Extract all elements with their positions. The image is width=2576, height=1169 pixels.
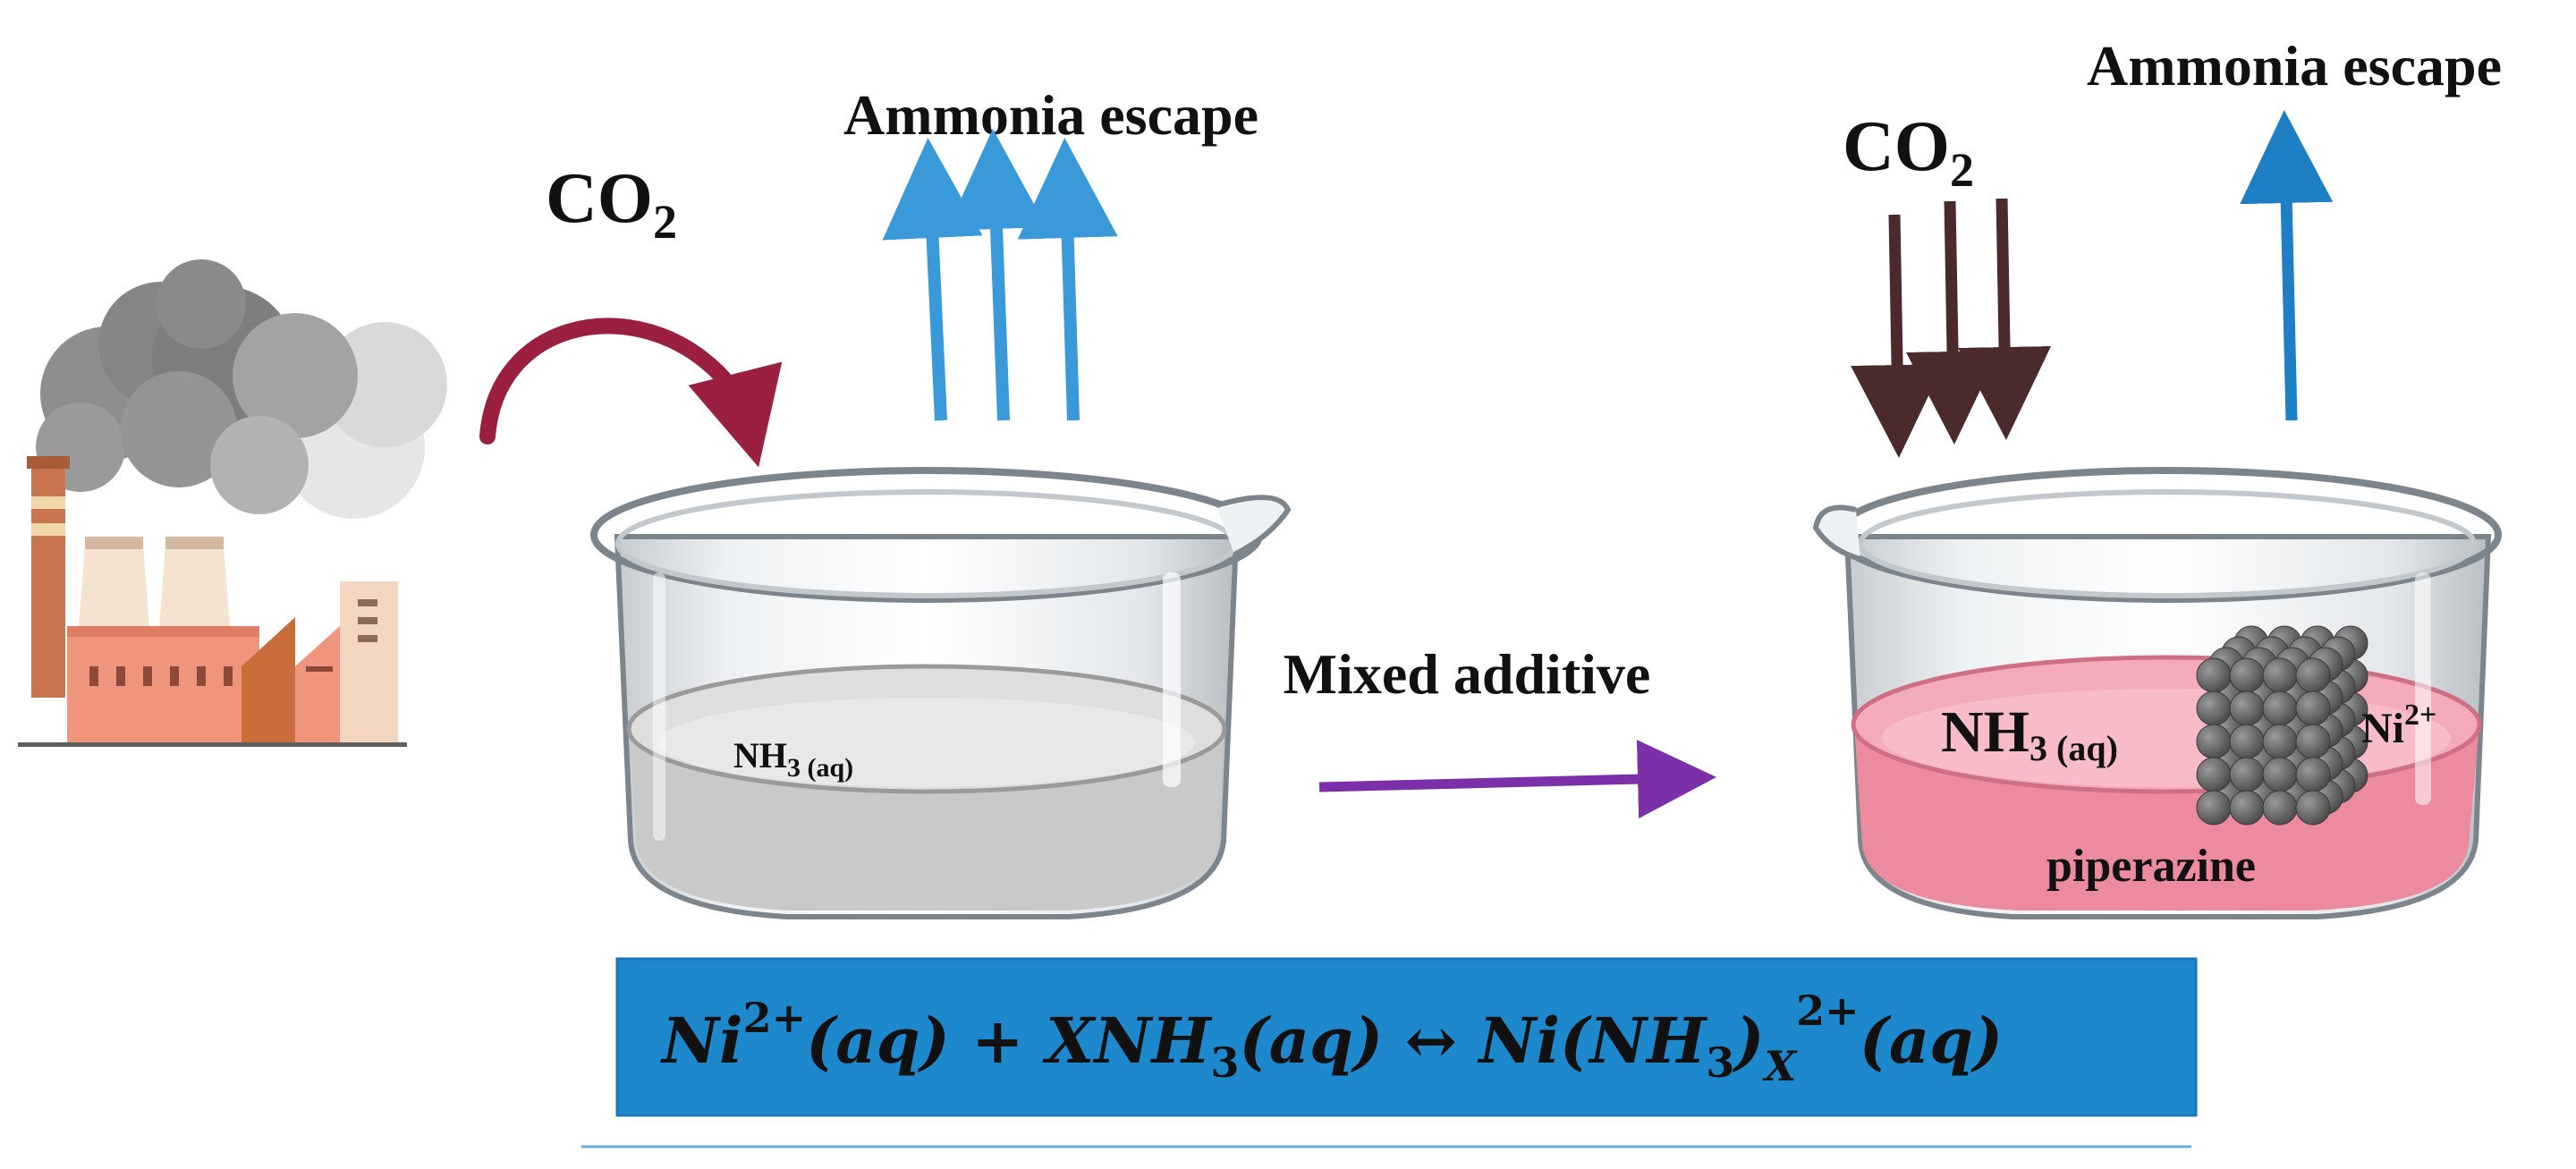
equation-part-1: Ni	[660, 1004, 743, 1078]
nickel-sphere	[2262, 757, 2298, 792]
left-co2-label: CO2	[546, 159, 677, 249]
right-co2-label: CO2	[1843, 107, 1974, 197]
factory-icon	[18, 259, 447, 747]
mixed-additive-label: Mixed additive	[1284, 642, 1651, 706]
nickel-cube-icon	[2196, 625, 2368, 826]
left-beaker-icon	[590, 467, 1292, 919]
nickel-sphere	[2229, 757, 2265, 792]
nickel-sphere	[2196, 724, 2232, 759]
mixed-additive-arrow	[1318, 740, 1716, 819]
nickel-sphere	[2229, 724, 2265, 759]
nickel-sphere	[2262, 690, 2298, 726]
nickel-sphere	[2229, 790, 2265, 826]
nickel-sphere	[2196, 790, 2232, 826]
right-solution-label: NH3 (aq)	[1941, 699, 2118, 768]
nickel-sphere	[2295, 790, 2331, 826]
equation-box	[615, 957, 2198, 1117]
nickel-sphere	[2295, 690, 2331, 726]
right-escape-label: Ammonia escape	[2087, 34, 2502, 97]
nickel-sphere	[2229, 657, 2265, 693]
left-escape-label: Ammonia escape	[843, 83, 1258, 147]
smoke-icon	[36, 259, 447, 519]
equation-part-3: (aq) ↔ Ni(NH	[1240, 1004, 1708, 1078]
right-piperazine-label: piperazine	[2046, 841, 2256, 892]
nickel-sphere	[2196, 657, 2232, 693]
nickel-sphere	[2262, 657, 2298, 693]
nickel-sphere	[2196, 757, 2232, 792]
right-ion-label: Ni2+	[2361, 699, 2436, 752]
nickel-sphere	[2295, 657, 2331, 693]
svg-text:Ni2+(aq) + XNH3(aq) ↔ Ni(NH3)X: Ni2+(aq) + XNH3(aq) ↔ Ni(NH3)X2+(aq)	[660, 987, 2003, 1090]
left-escape-arrows	[882, 129, 1118, 421]
right-escape-arrow	[2240, 110, 2334, 421]
nickel-sphere	[2295, 757, 2331, 792]
nickel-sphere	[2262, 724, 2298, 759]
nickel-sphere	[2262, 790, 2298, 826]
left-solution-label: NH3 (aq)	[733, 735, 853, 783]
co2-inflow-curve	[479, 318, 783, 468]
right-co2-arrows	[1851, 198, 2052, 458]
equation-part-2: (aq) + XNH	[806, 1004, 1212, 1078]
equation: Ni2+(aq) + XNH3(aq) ↔ Ni(NH3)X2+(aq)	[660, 987, 2003, 1090]
nickel-sphere	[2295, 724, 2331, 759]
nickel-sphere	[2196, 690, 2232, 726]
nickel-sphere	[2229, 690, 2265, 726]
